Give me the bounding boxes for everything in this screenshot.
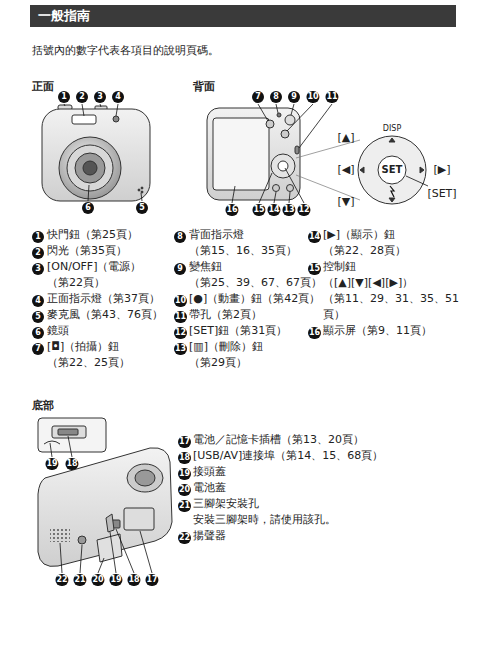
callout-number: 6 (32, 327, 44, 339)
callout-number: 16 (308, 327, 321, 339)
callout-number: 18 (65, 458, 78, 470)
callout-number: 18 (178, 452, 191, 464)
bottom-camera (38, 418, 172, 573)
part-description: [◘]（拍攝）鈕 （第22、25頁） (47, 339, 130, 371)
callout-number: 13 (174, 343, 187, 355)
part-description: 顯示屏（第9、11頁） (323, 323, 432, 339)
callout-number: 15 (308, 263, 321, 275)
control-pad-zoom (358, 136, 428, 204)
callout-number: 4 (32, 295, 44, 307)
callout-number: 20 (91, 574, 104, 586)
part-description: 閃光（第35頁） (47, 243, 127, 259)
back-camera (207, 104, 360, 203)
section-heading: 正面 (32, 79, 54, 95)
button-label: [▶] (433, 162, 450, 178)
callout-number: 19 (45, 458, 58, 470)
callout-number: 11 (174, 311, 187, 323)
callout-number: 21 (178, 500, 191, 512)
callout-number: 12 (297, 204, 310, 216)
callout-number: 2 (76, 91, 88, 103)
part-description: [SET]鈕（第31頁） (189, 323, 287, 339)
part-description: 變焦鈕 （第25、39、67、67頁） (189, 259, 322, 291)
part-description: [USB/AV]連接埠（第14、15、68頁） (193, 448, 383, 464)
callout-number: 16 (225, 204, 238, 216)
callout-number: 17 (178, 436, 191, 448)
callout-number: 9 (288, 91, 300, 103)
part-description: 正面指示燈（第37頁） (47, 291, 160, 307)
front-camera (42, 104, 150, 201)
callout-number: 22 (55, 574, 68, 586)
part-description: [ON/OFF]（電源） （第22頁） (47, 259, 142, 291)
callout-number: 6 (82, 202, 94, 214)
part-description: 麥克風（第43、76頁） (47, 307, 163, 323)
button-label: DISP (383, 124, 401, 134)
callout-number: 22 (178, 532, 191, 544)
callout-number: 1 (58, 91, 70, 103)
callout-number: 14 (267, 204, 280, 216)
section-heading: 背面 (193, 79, 215, 95)
callout-number: 5 (136, 202, 148, 214)
callout-number: 9 (174, 263, 186, 275)
callout-number: 8 (174, 231, 186, 243)
callout-number: 4 (112, 91, 124, 103)
button-label: [SET] (427, 186, 456, 202)
part-description: [▶]（顯示）鈕 （第22、28頁） (323, 227, 406, 259)
callout-number: 18 (127, 574, 140, 586)
callout-number: 3 (94, 91, 106, 103)
callout-number: 10 (306, 91, 319, 103)
part-description: 接頭蓋 (193, 464, 226, 480)
button-label: [▲] (337, 130, 354, 146)
part-description: 三腳架安裝孔 (193, 496, 259, 512)
part-description: 控制鈕 （[▲][▼][◀][▶]） （第11、29、31、35、51 頁） (323, 259, 459, 323)
callout-number: 15 (252, 204, 265, 216)
callout-number: 19 (109, 574, 122, 586)
part-description: [●]（動畫）鈕（第42頁） (189, 291, 320, 307)
part-description: 背面指示燈 （第15、16、35頁） (189, 227, 297, 259)
callout-number: 14 (308, 231, 321, 243)
part-description: 電池蓋 (193, 480, 226, 496)
part-description: 帶孔（第2頁） (189, 307, 262, 323)
callout-number: 7 (252, 91, 264, 103)
callout-number: 8 (270, 91, 282, 103)
part-description: 揚聲器 (193, 528, 226, 544)
callout-number: 19 (178, 468, 191, 480)
button-label: SET (382, 162, 403, 178)
callout-number: 21 (73, 574, 86, 586)
button-label: [◀] (337, 162, 354, 178)
part-description: 快門鈕（第25頁） (47, 227, 138, 243)
callout-number: 1 (32, 231, 44, 243)
callout-number: 2 (32, 247, 44, 259)
title-band: 一般指南 (30, 5, 456, 27)
part-description: 電池／記憶卡插槽（第13、20頁） (193, 432, 364, 448)
note-text: 安裝三腳架時，請使用該孔。 (193, 512, 336, 528)
note-text: 括號內的數字代表各項目的說明頁碼。 (32, 43, 219, 59)
callout-number: 20 (178, 484, 191, 496)
callout-number: 11 (325, 91, 338, 103)
callout-number: 12 (174, 327, 187, 339)
callout-number: 17 (145, 574, 158, 586)
callout-number: 7 (32, 343, 44, 355)
page-title: 一般指南 (38, 8, 90, 24)
part-description: [▥]（刪除）鈕 （第29頁） (189, 339, 263, 371)
callout-number: 3 (32, 263, 44, 275)
callout-number: 5 (32, 311, 44, 323)
callout-number: 13 (282, 204, 295, 216)
section-heading: 底部 (32, 398, 54, 414)
button-label: [▼] (337, 194, 354, 210)
part-description: 鏡頭 (47, 323, 69, 339)
callout-number: 10 (174, 295, 187, 307)
